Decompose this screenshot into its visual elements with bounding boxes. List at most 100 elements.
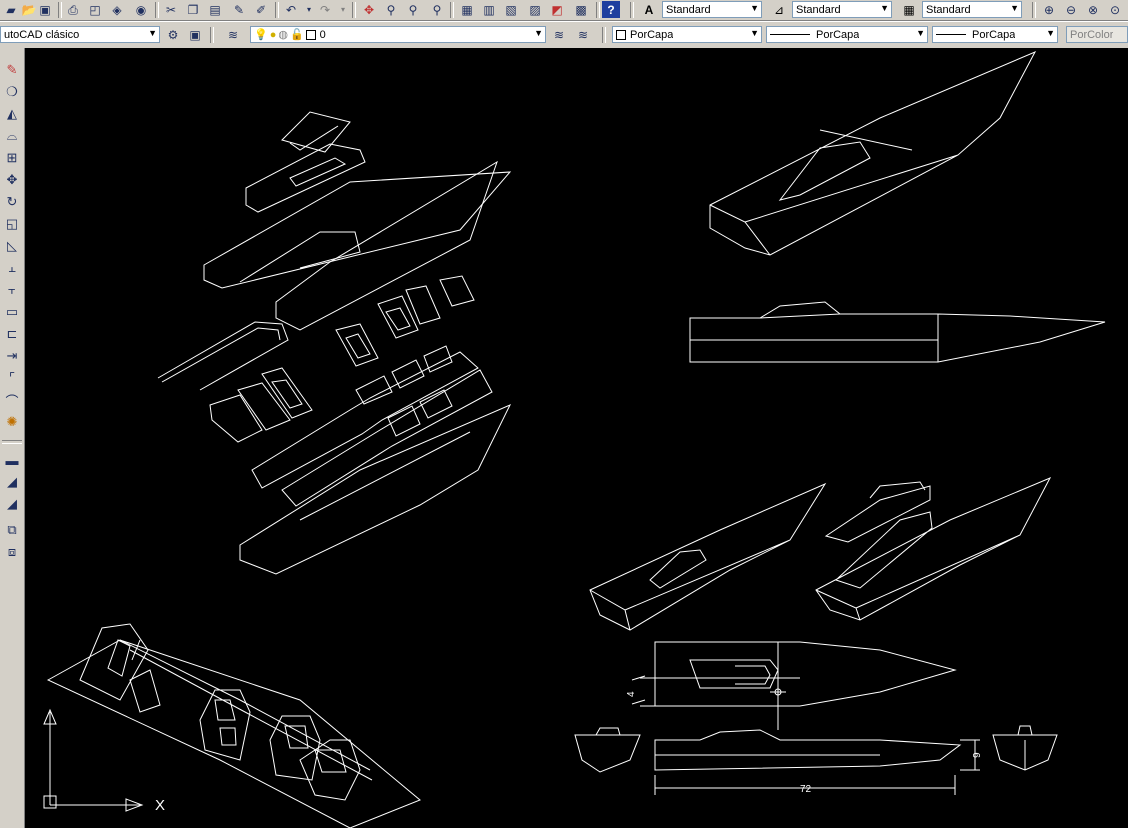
publish-icon[interactable]: ◈ <box>112 2 122 17</box>
hull-bottom-part[interactable] <box>239 404 512 575</box>
array-icon[interactable]: ⊞ <box>6 150 18 165</box>
mirror-icon[interactable]: ◭ <box>7 106 17 121</box>
hatch-cover-part[interactable] <box>281 111 351 153</box>
layer-on-icon[interactable]: 💡 <box>254 29 268 41</box>
erase-icon[interactable]: ✎ <box>6 62 18 77</box>
bulkhead-row-upper[interactable] <box>335 275 475 367</box>
save-icon[interactable]: ▣ <box>39 2 51 17</box>
hull-side-profile[interactable] <box>689 301 1106 363</box>
save-workspace-icon[interactable]: ▣ <box>189 27 201 42</box>
help-icon[interactable]: ? <box>602 1 620 18</box>
stringer-upper-part[interactable] <box>251 345 479 489</box>
offset-icon[interactable]: ⌓ <box>6 128 18 143</box>
zoom-extents-icon[interactable]: ⊙ <box>1109 2 1121 17</box>
jig-keel-beam[interactable] <box>119 639 373 781</box>
stringer-lower-part[interactable] <box>281 369 493 507</box>
jig-frame-middle[interactable] <box>199 689 251 761</box>
calculator-icon[interactable]: ▩ <box>575 2 587 17</box>
copy-object-icon[interactable]: ❍ <box>6 84 18 99</box>
stern-rear-view[interactable] <box>992 725 1058 771</box>
table-style-icon[interactable]: ▦ <box>903 2 915 17</box>
text-style-icon[interactable]: A <box>644 2 654 17</box>
make-layer-current-icon[interactable]: ≋ <box>553 27 565 42</box>
sheet-set-icon[interactable]: ▨ <box>529 2 541 17</box>
color-combo[interactable]: PorCapa ▼ <box>612 26 762 43</box>
workspace-combo[interactable]: utoCAD clásico ▼ <box>0 26 160 43</box>
zoom-previous-icon[interactable]: ⚲ <box>432 2 442 17</box>
jig-frame-right[interactable] <box>269 715 361 801</box>
undo-dropdown-icon[interactable]: ▾ <box>306 4 311 14</box>
rotate-icon[interactable]: ↻ <box>6 194 18 209</box>
dim-continue-icon[interactable]: ⧉ <box>7 522 17 537</box>
zoom-out-icon[interactable]: ⊖ <box>1065 2 1077 17</box>
hull-isometric-left[interactable] <box>589 482 827 631</box>
cockpit-deck-part[interactable] <box>245 143 366 213</box>
folder-open-icon[interactable]: 📂 <box>21 2 37 17</box>
plot-icon[interactable]: ◉ <box>135 2 147 17</box>
lineweight-combo[interactable]: PorCapa ▼ <box>932 26 1058 43</box>
dimension-icon[interactable]: ▬ <box>5 452 19 468</box>
pan-icon[interactable]: ✥ <box>363 2 375 17</box>
bow-front-view[interactable] <box>574 727 641 773</box>
tool-palettes-icon[interactable]: ▧ <box>505 2 517 17</box>
print-icon[interactable]: ⎙ <box>68 2 78 17</box>
fillet-round-icon[interactable]: ⌒ <box>5 393 19 409</box>
break-icon[interactable]: ▭ <box>5 304 19 319</box>
text-style-combo[interactable]: Standard ▼ <box>662 1 762 18</box>
move-icon[interactable]: ✥ <box>6 172 18 187</box>
chine-rail-part[interactable] <box>157 321 289 391</box>
explode-icon[interactable]: ✺ <box>6 414 18 429</box>
drawing-canvas[interactable]: 4 9 72 X <box>25 48 1128 828</box>
jig-frame-left[interactable] <box>79 623 161 713</box>
dim-ordinate-icon[interactable]: ⧈ <box>7 544 17 559</box>
dim-baseline-icon[interactable]: ◢ <box>7 496 17 511</box>
deck-part[interactable] <box>203 171 512 289</box>
hull-isometric-right[interactable] <box>815 476 1052 621</box>
hull-side-profile-lower[interactable] <box>654 729 962 771</box>
layer-lock-icon[interactable]: 🔓 <box>289 29 304 41</box>
stretch-icon[interactable]: ◺ <box>7 238 17 253</box>
chamfer-icon[interactable]: ⇥ <box>6 348 18 363</box>
redo-icon[interactable]: ↷ <box>319 2 331 17</box>
dim-style-combo[interactable]: Standard ▼ <box>792 1 892 18</box>
hull-plan-outline[interactable] <box>654 641 957 707</box>
layer-combo[interactable]: 💡 ● ◍ 🔓 0 ▼ <box>250 26 546 43</box>
zoom-all-icon[interactable]: ⊗ <box>1087 2 1099 17</box>
redo-dropdown-icon[interactable]: ▾ <box>340 4 345 14</box>
frame-bulkhead-c[interactable] <box>261 367 313 419</box>
zoom-in-icon[interactable]: ⊕ <box>1043 2 1055 17</box>
cockpit-cover-part[interactable] <box>824 481 931 543</box>
dim-style-icon[interactable]: ⊿ <box>773 2 785 17</box>
hull-isometric-upper[interactable] <box>709 50 1037 256</box>
match-properties-icon[interactable]: ✎ <box>233 2 245 17</box>
layer-freeze-icon[interactable]: ● <box>269 28 277 41</box>
dim-aligned-icon[interactable]: ◢ <box>7 474 17 489</box>
layer-manager-icon[interactable]: ≋ <box>227 27 239 42</box>
block-editor-icon[interactable]: ✐ <box>255 2 267 17</box>
layer-viewport-icon[interactable]: ◍ <box>278 29 288 41</box>
zoom-realtime-icon[interactable]: ⚲ <box>386 2 396 17</box>
properties-icon[interactable]: ▦ <box>461 2 473 17</box>
fillet-icon[interactable]: ⌜ <box>8 370 16 385</box>
extend-icon[interactable]: ⫟ <box>8 282 16 297</box>
table-style-combo[interactable]: Standard ▼ <box>922 1 1022 18</box>
preview-icon[interactable]: ◰ <box>89 2 101 17</box>
cut-icon[interactable]: ✂ <box>165 2 177 17</box>
jig-base-board[interactable] <box>46 639 421 828</box>
linetype-combo[interactable]: PorCapa ▼ <box>766 26 928 43</box>
frame-bulkhead-a[interactable] <box>209 394 263 443</box>
scale-icon[interactable]: ◱ <box>5 216 19 231</box>
open-icon[interactable]: ▰ <box>6 2 16 17</box>
zoom-window-icon[interactable]: ⚲ <box>408 2 418 17</box>
join-icon[interactable]: ⊏ <box>6 326 18 341</box>
frame-bulkhead-b[interactable] <box>237 382 291 431</box>
deck-inner-part[interactable] <box>275 160 498 331</box>
paste-icon[interactable]: ▤ <box>209 2 221 17</box>
designcenter-icon[interactable]: ▥ <box>483 2 495 17</box>
trim-icon[interactable]: ⫠ <box>8 260 16 275</box>
markup-icon[interactable]: ◩ <box>551 2 563 17</box>
copy-icon[interactable]: ❐ <box>187 2 199 17</box>
undo-icon[interactable]: ↶ <box>285 2 297 17</box>
workspace-settings-icon[interactable]: ⚙ <box>167 27 179 42</box>
layer-previous-icon[interactable]: ≋ <box>577 27 589 42</box>
